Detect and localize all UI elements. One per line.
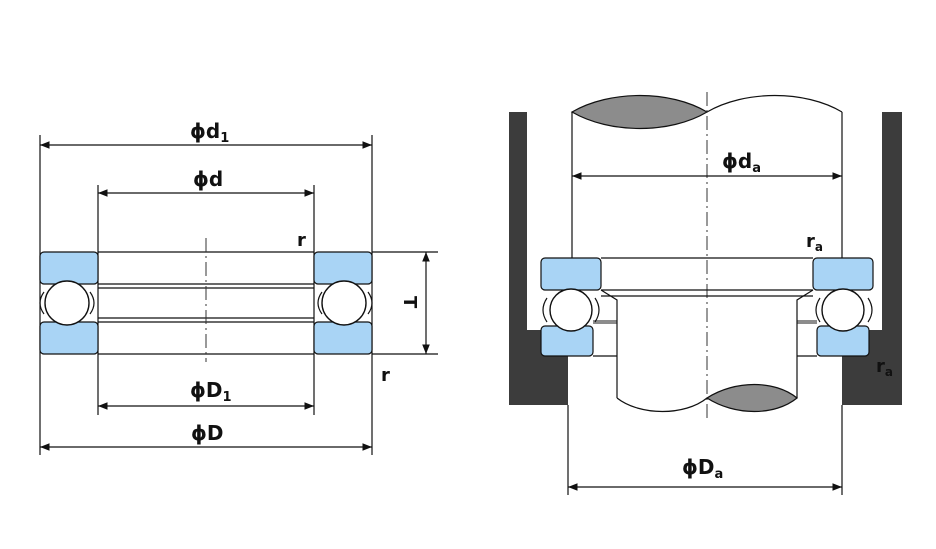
lower-shaft-right-edge <box>796 289 814 398</box>
cage-arc-left-outer <box>39 291 45 315</box>
mount-ball-right <box>821 288 865 332</box>
label-r-top: r <box>297 230 306 251</box>
cage-arc-left-inner <box>89 291 95 315</box>
mounting-drawing: ϕda ra ra ϕDa <box>509 92 902 495</box>
shaft-washer-left <box>39 251 99 285</box>
label-ra-top: ra <box>806 231 823 254</box>
mount-cage-arc-right-inner <box>815 297 821 323</box>
label-D1: ϕD1 <box>190 378 232 405</box>
upper-shaft-break-shade <box>570 94 709 130</box>
label-Da: ϕDa <box>682 455 723 482</box>
mount-shaft-washer-right <box>812 257 874 291</box>
housing-washer-right <box>313 321 373 355</box>
label-ra-right: ra <box>876 356 893 379</box>
ball-right <box>321 280 367 326</box>
label-r-bottom: r <box>381 365 390 386</box>
mount-cage-arc-right-outer <box>867 297 873 323</box>
label-d1: ϕd1 <box>190 119 229 146</box>
mount-cage-arc-left-outer <box>542 297 548 323</box>
lower-shaft-break-curve <box>616 397 708 412</box>
mount-cage-arc-left-inner <box>594 297 600 323</box>
label-d: ϕd <box>193 167 223 191</box>
cage-arc-right-inner <box>317 291 323 315</box>
label-da: ϕda <box>722 149 761 176</box>
cage-arc-right-outer <box>367 291 373 315</box>
label-T: T <box>399 296 420 309</box>
mount-ball-left <box>549 288 593 332</box>
label-D: ϕD <box>191 421 224 445</box>
ball-left <box>44 280 90 326</box>
shaft-washer-right <box>313 251 373 285</box>
lower-shaft-break-shade <box>705 384 798 412</box>
bearing-drawing: ϕd1 ϕd r T r ϕD1 ϕD <box>39 119 438 455</box>
lower-shaft-left-edge <box>600 289 618 398</box>
upper-shaft-break-curve <box>706 94 843 113</box>
housing-washer-left <box>39 321 99 355</box>
mount-shaft-washer-left <box>540 257 602 291</box>
